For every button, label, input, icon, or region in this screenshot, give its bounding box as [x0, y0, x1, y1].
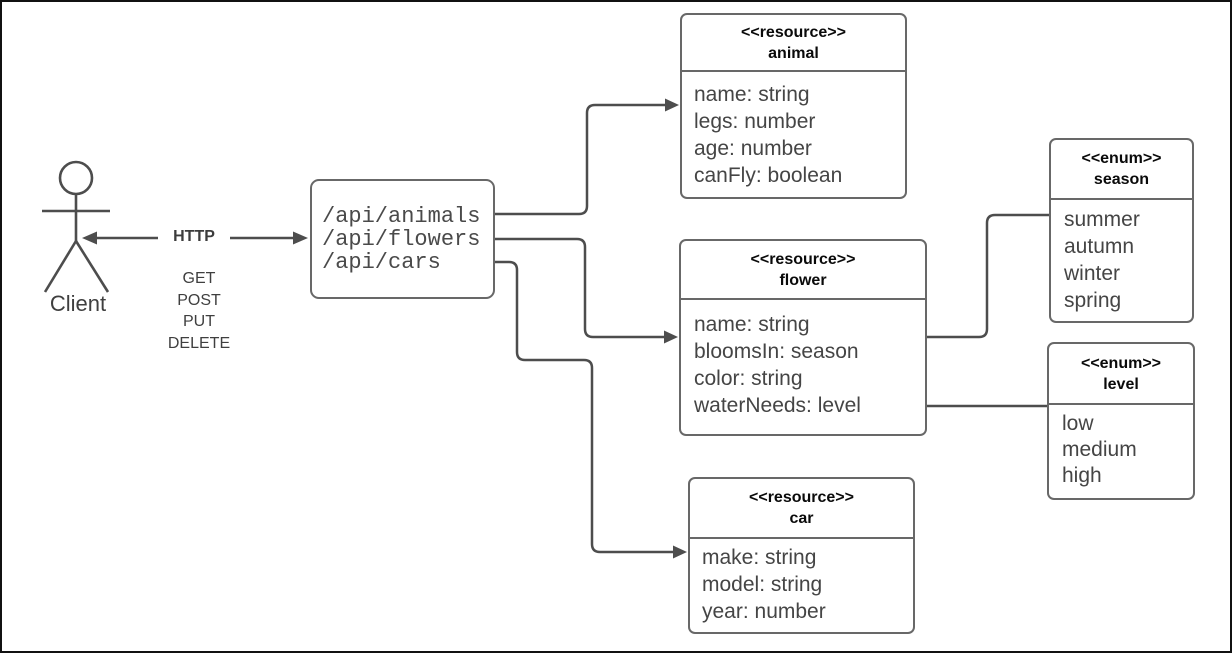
arrowhead-animal-icon: [665, 98, 679, 112]
http-method: GET: [182, 270, 216, 287]
field-row: age: number: [694, 137, 812, 160]
enum-value: medium: [1062, 438, 1137, 461]
field-row: name: string: [694, 83, 810, 106]
enum-header: <<enum>> season: [1051, 140, 1192, 200]
stereotype-label: <<enum>>: [1081, 150, 1162, 167]
resource-header: <<resource>> animal: [682, 15, 905, 72]
enum-value: spring: [1064, 289, 1122, 312]
enum-name: season: [1093, 171, 1150, 188]
resource-box-flower: <<resource>> flower name: string bloomsI…: [679, 239, 927, 436]
enum-value: low: [1062, 412, 1094, 435]
enum-value: summer: [1064, 208, 1140, 231]
resource-box-animal: <<resource>> animal name: string legs: n…: [680, 13, 907, 199]
resource-fields: name: string legs: number age: number ca…: [682, 72, 905, 197]
arrowhead-right-icon: [293, 231, 308, 245]
field-row: color: string: [694, 367, 803, 390]
client-label: Client: [49, 291, 107, 316]
field-row: make: string: [702, 546, 817, 569]
enum-header: <<enum>> level: [1049, 344, 1193, 405]
enum-value: winter: [1064, 262, 1121, 285]
arrowhead-flower-icon: [664, 330, 678, 344]
connector-api-flower: [495, 237, 665, 339]
resource-fields: name: string bloomsIn: season color: str…: [681, 300, 925, 434]
enum-values: low medium high: [1049, 405, 1193, 498]
resource-name: car: [789, 510, 814, 527]
enum-box-level: <<enum>> level low medium high: [1047, 342, 1195, 500]
field-row: name: string: [694, 313, 810, 336]
field-row: waterNeeds: level: [694, 394, 861, 417]
enum-value: autumn: [1064, 235, 1135, 258]
stereotype-label: <<enum>>: [1080, 354, 1162, 372]
resource-fields: make: string model: string year: number: [690, 539, 913, 632]
http-method: DELETE: [167, 334, 231, 352]
api-endpoint: /api/cars: [322, 249, 441, 275]
resource-box-car: <<resource>> car make: string model: str…: [688, 477, 915, 634]
field-row: year: number: [702, 600, 826, 623]
stereotype-label: <<resource>>: [741, 23, 846, 41]
connector-api-car: [495, 260, 674, 554]
enum-values: summer autumn winter spring: [1051, 200, 1192, 321]
field-row: bloomsIn: season: [694, 340, 859, 363]
http-methods-list: GET POST PUT DELETE: [149, 268, 249, 354]
resource-header: <<resource>> car: [690, 479, 913, 539]
http-method: PUT: [183, 313, 215, 330]
resource-name: flower: [779, 271, 827, 289]
api-endpoint: /api/animals: [322, 203, 481, 229]
http-label: HTTP: [158, 228, 230, 246]
stereotype-label: <<resource>>: [750, 250, 856, 268]
connector-flower-season: [926, 213, 1049, 339]
field-row: canFly: boolean: [694, 164, 843, 187]
resource-name: animal: [768, 44, 819, 62]
field-row: legs: number: [694, 110, 816, 133]
field-row: model: string: [702, 573, 823, 596]
arrowhead-car-icon: [673, 545, 687, 559]
api-endpoints-box: /api/animals /api/flowers /api/cars: [310, 179, 495, 299]
enum-name: level: [1103, 375, 1139, 393]
http-method: POST: [177, 291, 221, 309]
api-endpoint: /api/flowers: [322, 226, 481, 252]
arrowhead-left-icon: [82, 231, 97, 245]
client-actor-icon: [42, 160, 110, 293]
enum-value: high: [1062, 464, 1102, 487]
enum-box-season: <<enum>> season summer autumn winter spr…: [1049, 138, 1194, 323]
resource-header: <<resource>> flower: [681, 241, 925, 300]
connector-api-animal: [495, 103, 666, 216]
stereotype-label: <<resource>>: [749, 489, 854, 506]
